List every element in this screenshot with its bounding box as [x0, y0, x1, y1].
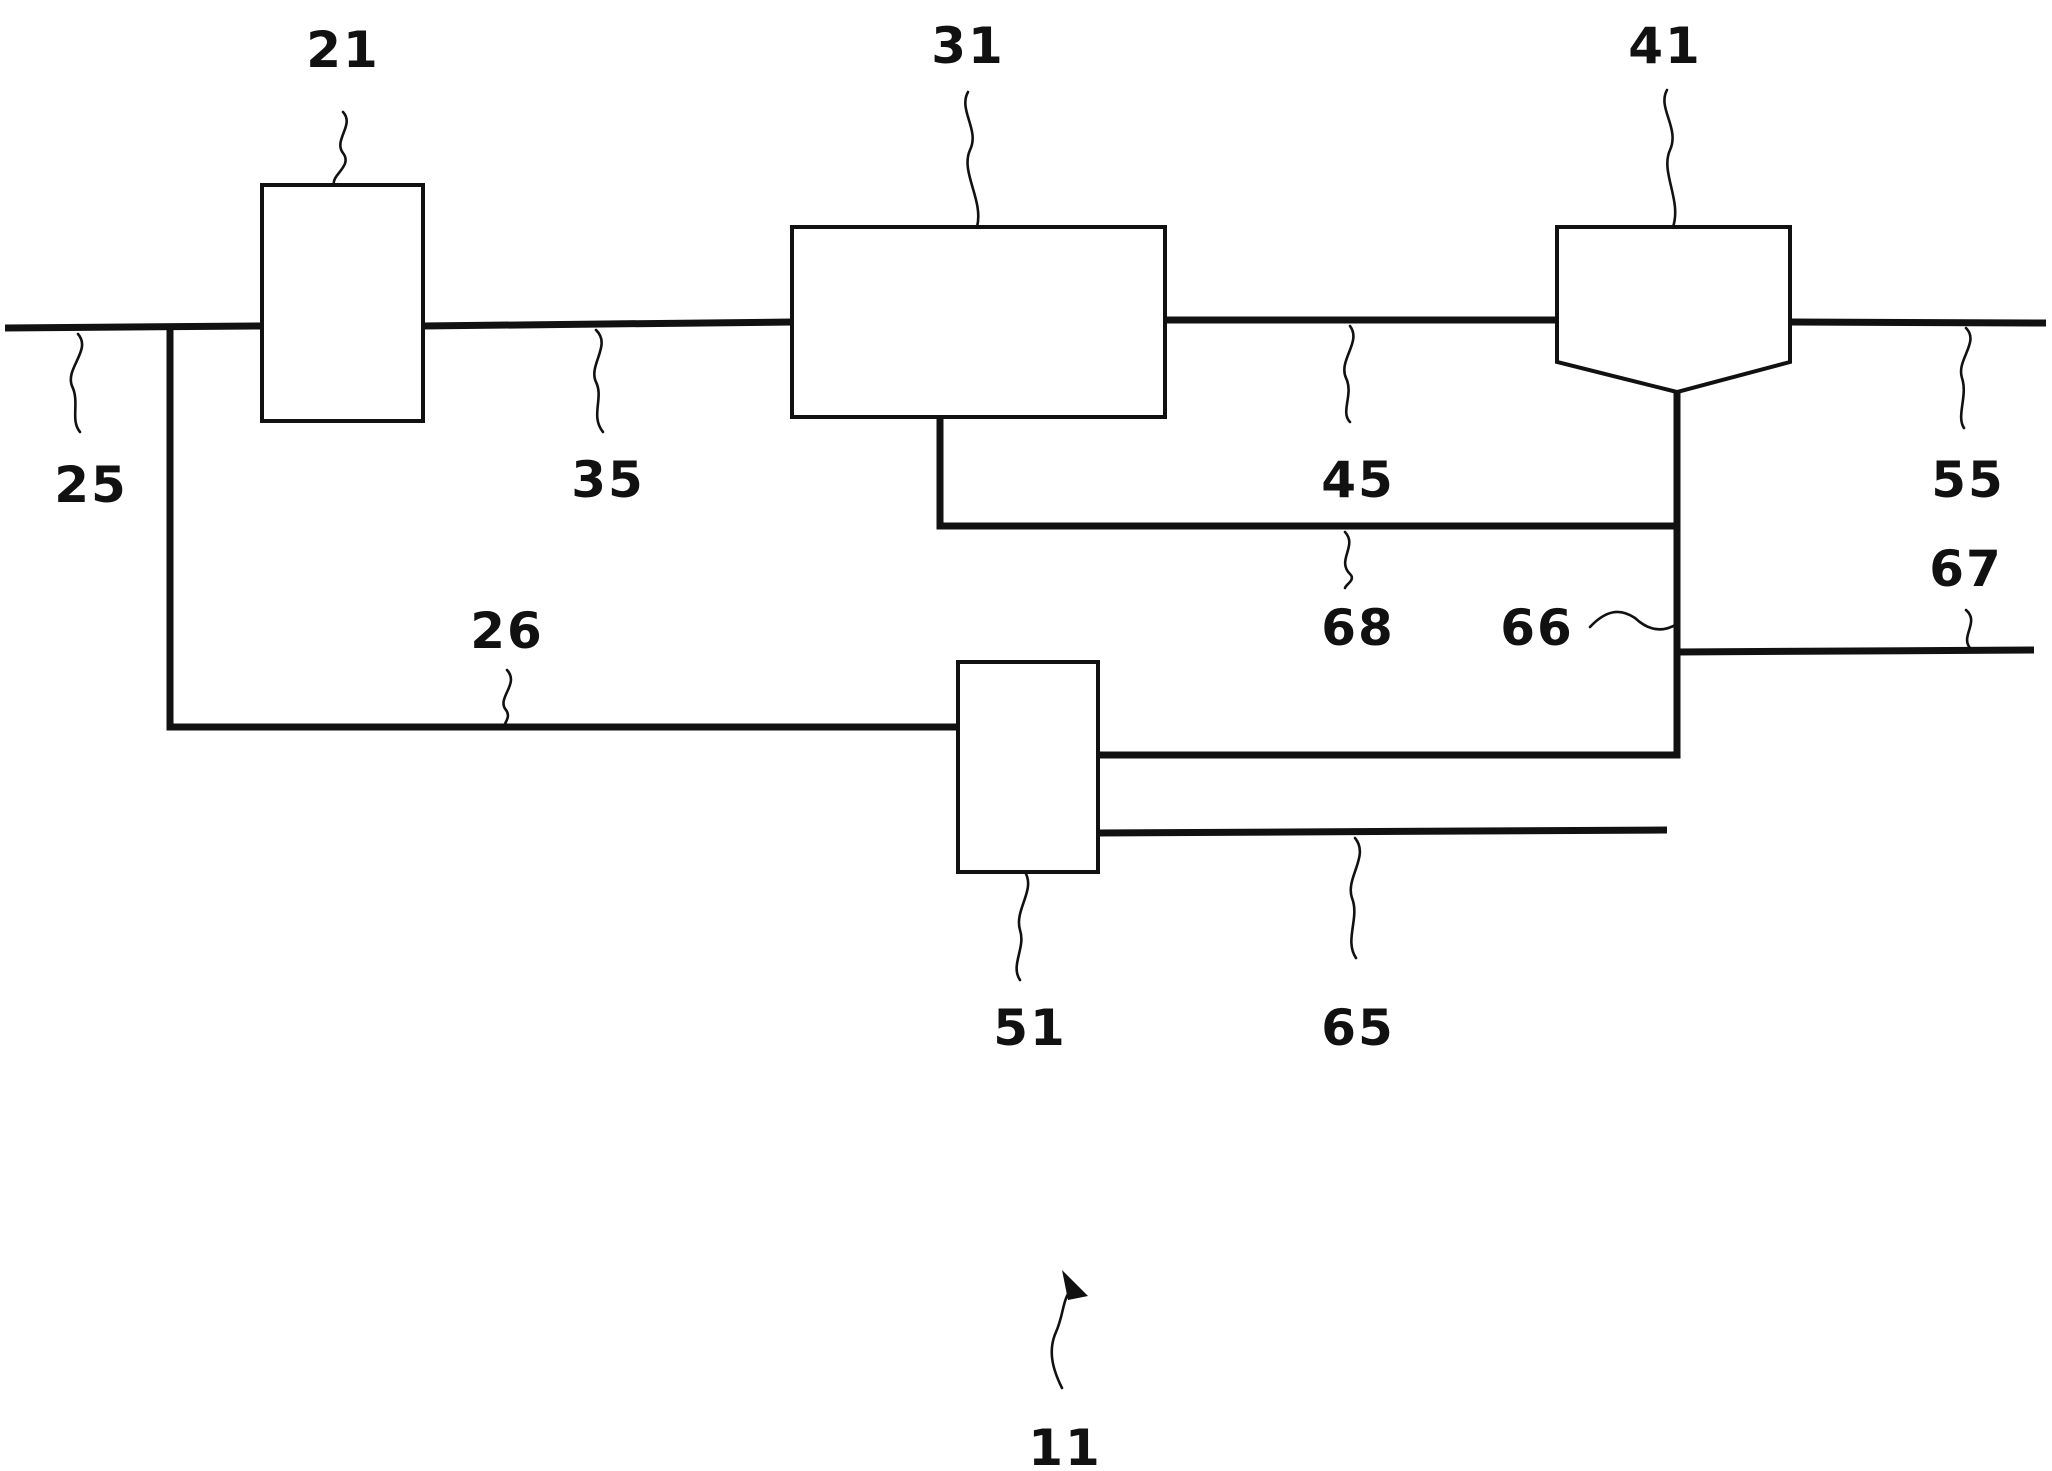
leader-25	[69, 332, 84, 434]
leader-11	[1050, 1286, 1074, 1390]
ref-label-51: 51	[993, 999, 1067, 1057]
ref-label-21: 21	[306, 21, 380, 79]
line-66	[1098, 392, 1681, 759]
line-65	[1097, 826, 1668, 837]
line-55	[1789, 318, 2047, 327]
unit-51-box	[956, 660, 1100, 874]
ref-label-45: 45	[1321, 451, 1395, 509]
ref-label-26: 26	[470, 602, 544, 660]
leader-21	[332, 110, 348, 187]
ref-label-67: 67	[1929, 540, 2003, 598]
ref-label-41: 41	[1628, 17, 1702, 75]
ref-label-35: 35	[571, 451, 645, 509]
ref-label-68: 68	[1321, 599, 1395, 657]
leader-51	[1015, 870, 1030, 982]
equipment-units	[260, 183, 1792, 874]
ref-label-31: 31	[931, 17, 1005, 75]
leader-31	[964, 90, 980, 229]
line-25	[4, 322, 263, 332]
unit-31-box	[790, 225, 1167, 419]
leader-41	[1663, 88, 1677, 229]
leader-45	[1343, 324, 1355, 424]
line-67	[1676, 646, 2035, 656]
leader-35	[593, 328, 605, 434]
leader-55	[1959, 326, 1972, 430]
leader-26	[502, 668, 513, 730]
leader-65	[1349, 836, 1362, 960]
leader-68	[1343, 530, 1354, 590]
ref-label-65: 65	[1321, 999, 1395, 1057]
line-68	[936, 417, 1679, 530]
leader-66	[1588, 610, 1679, 631]
ref-label-25: 25	[54, 456, 128, 514]
ref-label-11: 11	[1028, 1419, 1102, 1471]
flow-lines	[4, 316, 2047, 837]
ref-label-66: 66	[1500, 599, 1574, 657]
line-26	[166, 328, 958, 731]
line-35	[421, 318, 793, 330]
ref-label-55: 55	[1931, 451, 2005, 509]
arrowhead-11	[1062, 1270, 1088, 1300]
unit-41-separator	[1555, 225, 1792, 395]
unit-21-box	[260, 183, 425, 423]
leader-lines	[69, 88, 1973, 1390]
leader-67	[1964, 608, 1973, 650]
reference-numerals: 21 31 41 25 35 45 55 67 68 66 26 51 65 1…	[54, 17, 2005, 1471]
